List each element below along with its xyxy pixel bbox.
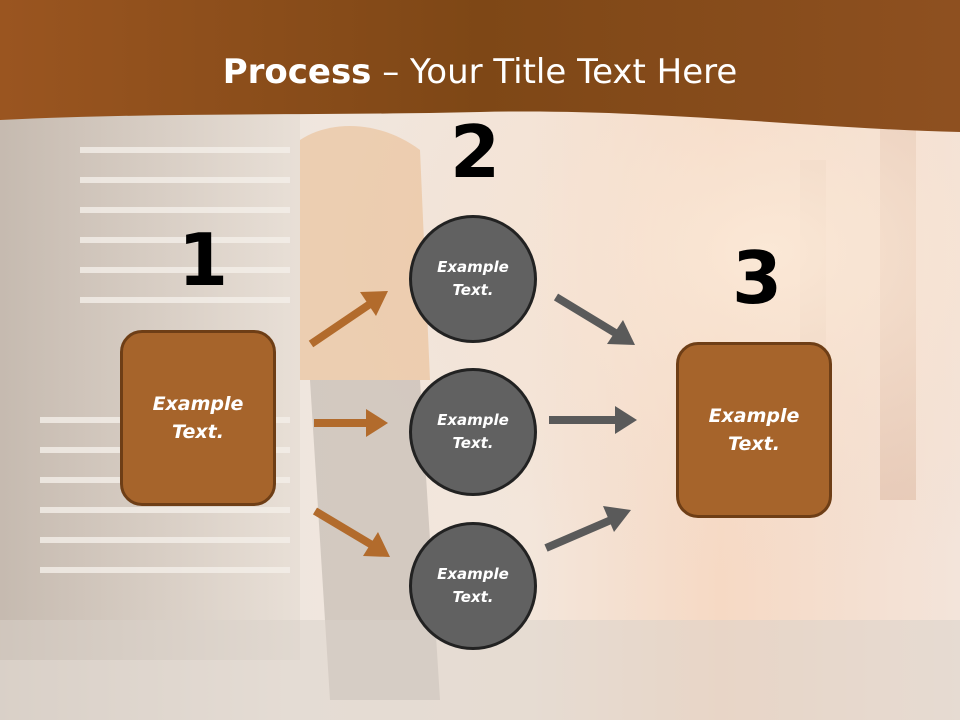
process-circle-bottom-label: Example Text. bbox=[437, 564, 509, 606]
arrow-right-orange-icon bbox=[314, 409, 388, 437]
process-circle-bottom: Example Text. bbox=[409, 522, 537, 650]
arrow-right-down-orange-icon bbox=[312, 507, 390, 557]
arrow-right-down-gray-icon bbox=[553, 293, 635, 345]
arrow-right-up-orange-icon bbox=[308, 291, 388, 348]
arrow-right-gray-icon bbox=[549, 406, 637, 434]
process-circle-middle-label: Example Text. bbox=[437, 410, 509, 452]
arrow-right-up-gray-icon bbox=[544, 506, 631, 552]
page-title: Process – Your Title Text Here bbox=[0, 52, 960, 92]
step-number-1: 1 bbox=[178, 218, 229, 302]
step-box-1-label: Example Text. bbox=[152, 392, 244, 444]
header-band bbox=[0, 0, 960, 132]
process-circle-top-label: Example Text. bbox=[437, 257, 509, 299]
step-box-3-label: Example Text. bbox=[708, 404, 800, 456]
step-number-3: 3 bbox=[732, 236, 783, 320]
process-circle-middle: Example Text. bbox=[409, 368, 537, 496]
step-box-3: Example Text. bbox=[676, 342, 832, 518]
process-circle-top: Example Text. bbox=[409, 215, 537, 343]
title-rest: – Your Title Text Here bbox=[371, 52, 738, 92]
step-number-2: 2 bbox=[450, 110, 501, 194]
title-bold: Process bbox=[222, 52, 372, 92]
step-box-1: Example Text. bbox=[120, 330, 276, 506]
